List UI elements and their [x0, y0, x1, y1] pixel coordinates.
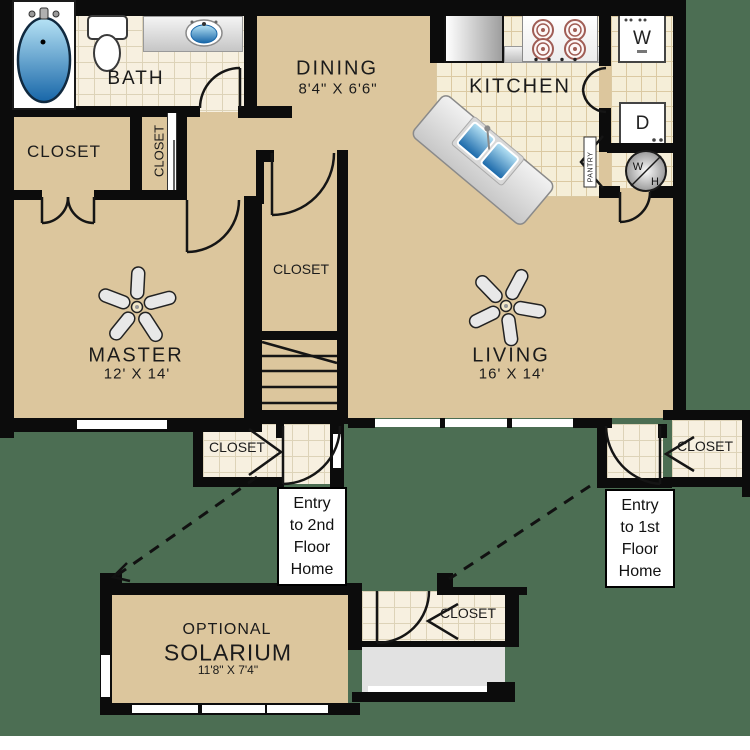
entry-right-line4: Home [618, 562, 662, 580]
living-window-3 [512, 419, 573, 427]
washer: W [618, 14, 666, 63]
entry-right-closet-label: CLOSET [676, 438, 734, 454]
refrigerator [444, 14, 504, 63]
solarium-closet-label: CLOSET [439, 605, 497, 621]
living-window-2 [445, 419, 507, 427]
wall-master-right [244, 196, 262, 424]
entry-left-closet-label: CLOSET [208, 439, 266, 455]
wall-entryL-left [193, 424, 203, 487]
wall-solcloset-stub [437, 573, 453, 595]
wall-entryR-stub [658, 424, 667, 438]
wall-living-bottom-b [440, 418, 445, 428]
entry-path-dashes [115, 475, 591, 581]
wall-kitchen-laundry-upper [599, 8, 611, 66]
entry-left-vestibule-floor [276, 424, 330, 484]
wall-living-bottom-a [348, 418, 375, 428]
wall-living-bottom-c [507, 418, 512, 428]
wall-solarium-top [100, 583, 360, 595]
master-closet-label: CLOSET [26, 142, 102, 161]
wall-closet-divider [130, 112, 142, 192]
entry-left-line1: Entry [293, 494, 331, 512]
patio-step-line [368, 686, 488, 692]
wall-closet-stub-v [256, 150, 264, 204]
closet-slider [167, 113, 177, 192]
wall-solcloset-bottom [357, 641, 519, 647]
entry-right-line3: Floor [621, 540, 659, 558]
solarium-window-b3 [267, 705, 328, 713]
wall-hall-closet-right [177, 110, 187, 192]
wall-closetR-right [742, 410, 750, 497]
wall-entryR-left [597, 424, 607, 487]
wall-laundry-bottom-b [650, 186, 676, 198]
bath-label: BATH [107, 68, 165, 89]
wall-closet-right [337, 150, 348, 424]
bathtub-surround [12, 0, 76, 110]
washer-label: W [633, 27, 651, 49]
kitchen-label: KITCHEN [469, 75, 571, 98]
dryer: D [619, 102, 666, 146]
bottom-margin [0, 736, 750, 750]
entry-left-line4: Home [290, 560, 334, 578]
dining-dims: 8'4" X 6'6" [298, 80, 378, 98]
living-window-1 [375, 419, 440, 427]
wall-solcloset-right [505, 587, 519, 647]
dryer-label: D [635, 113, 650, 134]
wall-entryL-bottom [193, 477, 284, 487]
wall-closets-bottom-a [5, 190, 42, 200]
center-closet-label: CLOSET [272, 261, 330, 277]
wall-entryR-bottom [597, 478, 672, 488]
wall-closet-stairs-divider [256, 331, 348, 340]
wall-laundry-bottom-a [599, 186, 620, 198]
entry-left-line2: to 2nd [289, 516, 335, 534]
entry-left-label-box: Entry to 2nd Floor Home [277, 487, 347, 586]
wall-kitchen-stub-left [430, 8, 444, 63]
entry-right-line1: Entry [621, 496, 659, 514]
wall-stairs-bottom [256, 410, 348, 424]
wall-bath-bottom [14, 106, 200, 117]
master-dims: 12' X 14' [103, 365, 171, 383]
solarium-window-b2 [202, 705, 265, 713]
entry-left-line3: Floor [293, 538, 331, 556]
solarium-dims: 11'8" X 7'4" [197, 663, 259, 677]
entryL-window [333, 434, 341, 468]
wall-right [673, 0, 686, 420]
wall-solcloset-top [437, 587, 527, 595]
entry-right-line2: to 1st [620, 518, 660, 536]
wall-solarium-right [348, 583, 362, 650]
hall-closet-label: CLOSET [151, 124, 167, 178]
solarium-window-b1 [132, 705, 198, 713]
master-label: MASTER [88, 344, 184, 367]
wall-laundry-divider [607, 143, 676, 153]
solarium-floor [112, 595, 348, 705]
wall-closet-stub-h [256, 150, 274, 162]
patio-edge [352, 692, 515, 702]
bath-counter [143, 16, 243, 52]
entry-right-vestibule-floor [607, 424, 663, 478]
wall-closets-bottom-b [94, 190, 187, 200]
wall-stub-hall [238, 106, 292, 118]
patio-step [487, 682, 515, 702]
solarium-window-left [101, 655, 110, 697]
wall-living-bottom-d [573, 418, 612, 428]
living-dims: 16' X 14' [478, 365, 546, 383]
wall-closetR-bottom [663, 477, 750, 487]
wall-bath-dining [244, 14, 257, 113]
entry-right-label-box: Entry to 1st Floor Home [605, 489, 675, 588]
wall-entryL-stub [276, 424, 284, 438]
master-window [77, 420, 167, 429]
stove [522, 14, 598, 62]
wall-closetR-top [663, 410, 750, 420]
living-label: LIVING [472, 344, 550, 367]
wall-left [0, 0, 14, 438]
pantry-label: PANTRY [587, 151, 595, 183]
dining-label: DINING [296, 57, 378, 80]
solarium-label: SOLARIUM [163, 639, 293, 666]
wall-top [0, 0, 686, 16]
solarium-prefix: OPTIONAL [182, 621, 272, 638]
